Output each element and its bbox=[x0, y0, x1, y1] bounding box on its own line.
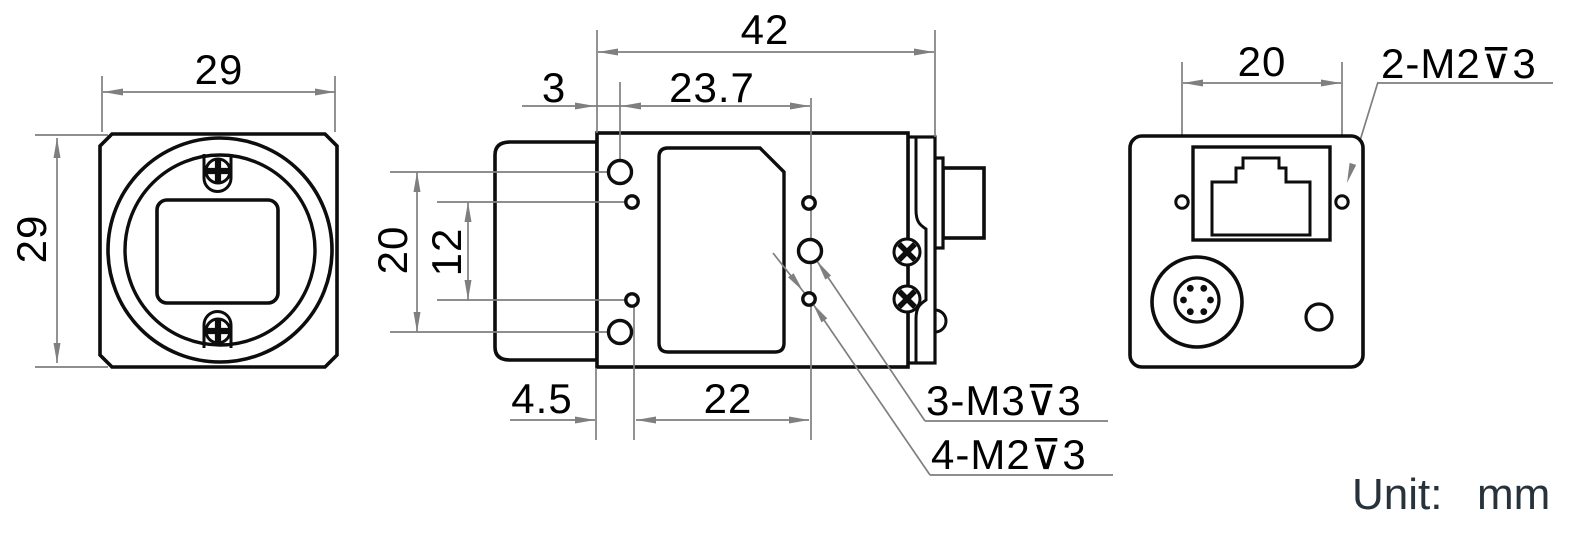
m3-thread-label: 3-M3⊽3 bbox=[926, 377, 1082, 424]
rear-view: 20 2-M2⊽3 bbox=[1128, 38, 1553, 369]
leader-arrow-icon bbox=[813, 304, 828, 323]
m2-hole bbox=[624, 194, 640, 210]
rear-hole-span-label: 20 bbox=[1238, 38, 1287, 85]
m2-span-label: 22 bbox=[704, 375, 753, 422]
m2-hole bbox=[801, 291, 817, 307]
screw-pocket-bottom bbox=[202, 310, 233, 348]
m3-hole bbox=[606, 158, 634, 186]
sensor-window bbox=[155, 198, 280, 305]
m3-vertical-span-label: 20 bbox=[369, 226, 416, 275]
arrow-up-icon bbox=[53, 138, 61, 158]
arrow-right-icon bbox=[315, 88, 335, 96]
m3-span-label: 23.7 bbox=[669, 64, 755, 111]
back-plate-notch bbox=[914, 137, 928, 363]
leader-arrow-icon bbox=[1347, 162, 1357, 183]
m2-vertical-span-label: 12 bbox=[423, 228, 470, 277]
io-connector-side bbox=[941, 166, 986, 240]
side-length-label: 42 bbox=[741, 6, 790, 53]
m2-hole bbox=[1334, 194, 1350, 210]
leader-arrow-icon bbox=[817, 261, 832, 280]
connector-pins bbox=[1180, 284, 1214, 316]
rear-dimension-arrows bbox=[1183, 79, 1357, 183]
side-view: 42 23.7 3 20 12 4.5 22 3-M3⊽3 4-M2⊽3 bbox=[369, 6, 1113, 478]
led-indicator bbox=[1304, 302, 1334, 332]
arrow-left-icon bbox=[103, 88, 123, 96]
front-view: 29 29 bbox=[8, 46, 339, 369]
m2-hole bbox=[624, 292, 640, 308]
unit-value: mm bbox=[1477, 470, 1550, 519]
side-dimension-lines bbox=[390, 30, 1113, 476]
phillips-cross-icon bbox=[897, 242, 917, 262]
screw-pocket-top bbox=[202, 154, 233, 193]
m2-hole bbox=[801, 195, 817, 211]
rear-bump bbox=[933, 308, 948, 334]
phillips-cross-icon bbox=[206, 319, 230, 343]
leader-arrow-icon bbox=[788, 273, 803, 291]
phillips-cross-icon bbox=[206, 159, 230, 183]
arrow-down-icon bbox=[53, 343, 61, 363]
unit-label: Unit: bbox=[1352, 470, 1442, 519]
power-connector-inner bbox=[1173, 276, 1221, 324]
m2-hole bbox=[1174, 194, 1190, 210]
lens-barrel bbox=[493, 140, 599, 362]
rear-thread-label: 2-M2⊽3 bbox=[1381, 40, 1537, 87]
front-height-label: 29 bbox=[8, 215, 55, 264]
front-width-label: 29 bbox=[195, 46, 244, 93]
rj45-jack-icon bbox=[1210, 156, 1312, 237]
m3-hole bbox=[606, 318, 634, 346]
m3-hole bbox=[796, 237, 824, 265]
m2-thread-label: 4-M2⊽3 bbox=[931, 431, 1087, 478]
label-plate bbox=[657, 146, 786, 354]
side-dimension-arrows bbox=[413, 48, 934, 424]
phillips-cross-icon bbox=[897, 289, 917, 309]
front-to-m2-label: 4.5 bbox=[511, 375, 572, 422]
front-width-dimension: 29 bbox=[101, 46, 336, 132]
front-height-dimension: 29 bbox=[8, 134, 108, 368]
front-to-m3-label: 3 bbox=[542, 64, 566, 111]
ethernet-port-outline bbox=[1191, 145, 1332, 242]
unit-note: Unit: mm bbox=[1352, 470, 1550, 519]
